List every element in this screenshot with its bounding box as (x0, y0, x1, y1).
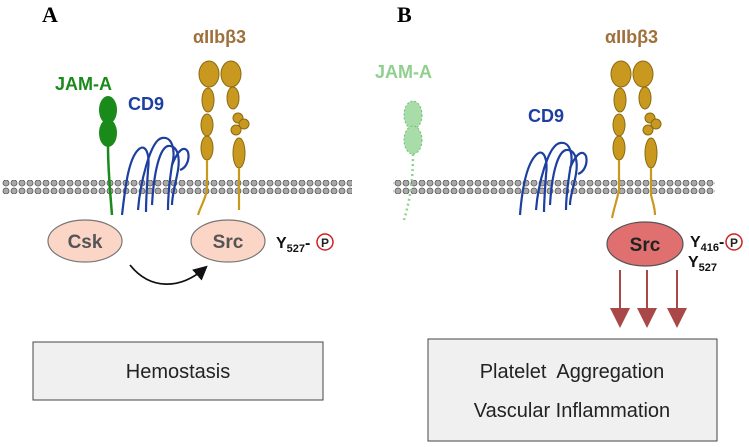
hemostasis-label: Hemostasis (126, 361, 230, 383)
phospho-site-527-b: Y527 (688, 254, 717, 274)
integrin-protein-a (198, 60, 250, 169)
src-label-b: Src (630, 235, 661, 256)
panel-a-letter: A (42, 2, 58, 27)
phospho-mark-a: P (321, 236, 329, 250)
cd9-protein-a (120, 136, 190, 216)
vascular-inflammation-label: Vascular Inflammation (474, 400, 670, 422)
jam-a-label-a: JAM-A (55, 74, 112, 94)
csk-enzyme: Csk (47, 219, 123, 263)
platelet-aggregation-label: Platelet Aggregation (480, 361, 665, 383)
outcome-box-b (427, 338, 718, 442)
phospho-site-416: Y416- (690, 234, 724, 254)
csk-label: Csk (68, 232, 103, 253)
jam-a-label-b: JAM-A (375, 62, 432, 82)
panel-a: A JAM-A CD9 (2, 2, 352, 401)
phospho-circle-a (316, 233, 334, 251)
src-label-a: Src (213, 232, 244, 253)
integrin-tails-a (196, 160, 241, 216)
membrane-a (2, 180, 352, 194)
src-kinase-a: Src (190, 219, 266, 263)
signal-arrows (610, 270, 687, 328)
phospho-mark-b: P (730, 236, 738, 250)
membrane-b (393, 180, 715, 194)
integrin-protein-b (610, 60, 662, 169)
phospho-circle-b (725, 233, 743, 251)
integrin-label-b: αIIbβ3 (605, 27, 658, 47)
integrin-label-a: αIIbβ3 (193, 27, 246, 47)
cd9-label-a: CD9 (128, 94, 164, 114)
csk-to-src-arrow (129, 264, 208, 286)
panel-b: B JAM-A CD9 (375, 2, 743, 442)
jam-a-protein-b (402, 100, 423, 221)
cd9-label-b: CD9 (528, 106, 564, 126)
src-kinase-b: Src (606, 221, 684, 267)
cd9-protein-b (518, 141, 588, 216)
panel-b-letter: B (397, 2, 412, 27)
hemostasis-box (32, 341, 324, 401)
phospho-y416-b: Y416- P (690, 233, 743, 254)
phospho-site-a: Y527- (276, 235, 310, 255)
jam-a-protein-a (99, 96, 117, 216)
integrin-tails-b (610, 160, 657, 219)
phospho-y527-a: Y527- P (276, 233, 334, 255)
